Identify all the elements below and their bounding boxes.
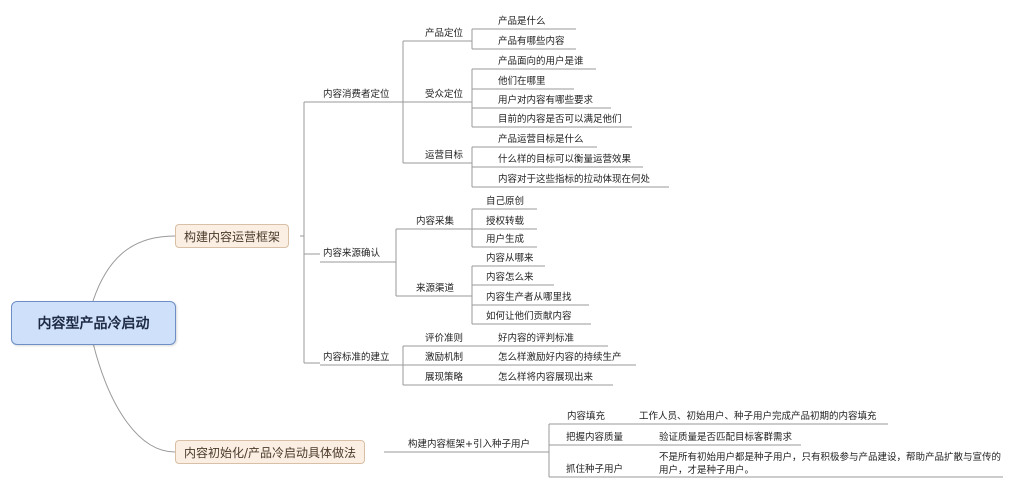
node-content-collection[interactable]: 内容采集 bbox=[416, 216, 455, 227]
node-source-channel[interactable]: 来源渠道 bbox=[416, 283, 455, 294]
leaf-item[interactable]: 目前的内容是否可以满足他们 bbox=[498, 114, 622, 125]
leaf-item[interactable]: 好内容的评判标准 bbox=[498, 333, 575, 344]
leaf-item[interactable]: 不是所有初始用户都是种子用户，只有积极参与产品建设，帮助产品扩散与宣传的用户，才… bbox=[659, 452, 1002, 476]
node-incentive-mechanism[interactable]: 激励机制 bbox=[425, 352, 464, 363]
leaf-item[interactable]: 产品面向的用户是谁 bbox=[498, 56, 584, 67]
node-evaluation-criteria[interactable]: 评价准则 bbox=[425, 333, 464, 344]
leaf-item[interactable]: 他们在哪里 bbox=[498, 76, 546, 87]
leaf-item[interactable]: 用户生成 bbox=[486, 234, 525, 245]
leaf-item[interactable]: 怎么样将内容展现出来 bbox=[498, 372, 594, 383]
leaf-item[interactable]: 产品是什么 bbox=[498, 16, 546, 27]
leaf-item[interactable]: 产品运营目标是什么 bbox=[498, 134, 584, 145]
node-content-filling[interactable]: 内容填充 bbox=[567, 411, 606, 422]
leaf-item[interactable]: 内容生产者从哪里找 bbox=[486, 292, 572, 303]
leaf-item[interactable]: 如何让他们贡献内容 bbox=[486, 311, 572, 322]
leaf-item[interactable]: 自己原创 bbox=[486, 196, 525, 207]
node-consumer-positioning[interactable]: 内容消费者定位 bbox=[323, 89, 390, 100]
leaf-item[interactable]: 怎么样激励好内容的持续生产 bbox=[498, 352, 622, 363]
node-quality-control[interactable]: 把握内容质量 bbox=[566, 432, 624, 443]
leaf-item[interactable]: 内容怎么来 bbox=[486, 272, 534, 283]
leaf-item[interactable]: 内容从哪来 bbox=[486, 253, 534, 264]
node-audience-positioning[interactable]: 受众定位 bbox=[425, 89, 464, 100]
node-standard-building[interactable]: 内容标准的建立 bbox=[323, 352, 390, 363]
node-operation-goal[interactable]: 运营目标 bbox=[425, 150, 464, 161]
leaf-item[interactable]: 内容对于这些指标的拉动体现在何处 bbox=[498, 174, 651, 185]
node-framework-seed-users[interactable]: 构建内容框架+引入种子用户 bbox=[408, 439, 530, 450]
node-product-positioning[interactable]: 产品定位 bbox=[425, 28, 464, 39]
main-node-initialization[interactable]: 内容初始化/产品冷启动具体做法 bbox=[175, 440, 366, 464]
leaf-item[interactable]: 验证质量是否匹配目标客群需求 bbox=[659, 432, 793, 443]
node-source-confirmation[interactable]: 内容来源确认 bbox=[323, 248, 381, 259]
leaf-item[interactable]: 工作人员、初始用户、种子用户完成产品初期的内容填充 bbox=[639, 411, 877, 422]
node-seed-users[interactable]: 抓住种子用户 bbox=[566, 464, 624, 475]
main-node-build-framework[interactable]: 构建内容运营框架 bbox=[175, 224, 290, 248]
leaf-item[interactable]: 授权转载 bbox=[486, 216, 525, 227]
leaf-item[interactable]: 什么样的目标可以衡量运营效果 bbox=[498, 154, 632, 165]
leaf-item[interactable]: 用户对内容有哪些要求 bbox=[498, 95, 594, 106]
node-display-strategy[interactable]: 展现策略 bbox=[425, 372, 464, 383]
root-node[interactable]: 内容型产品冷启动 bbox=[11, 301, 176, 345]
leaf-item[interactable]: 产品有哪些内容 bbox=[498, 36, 565, 47]
